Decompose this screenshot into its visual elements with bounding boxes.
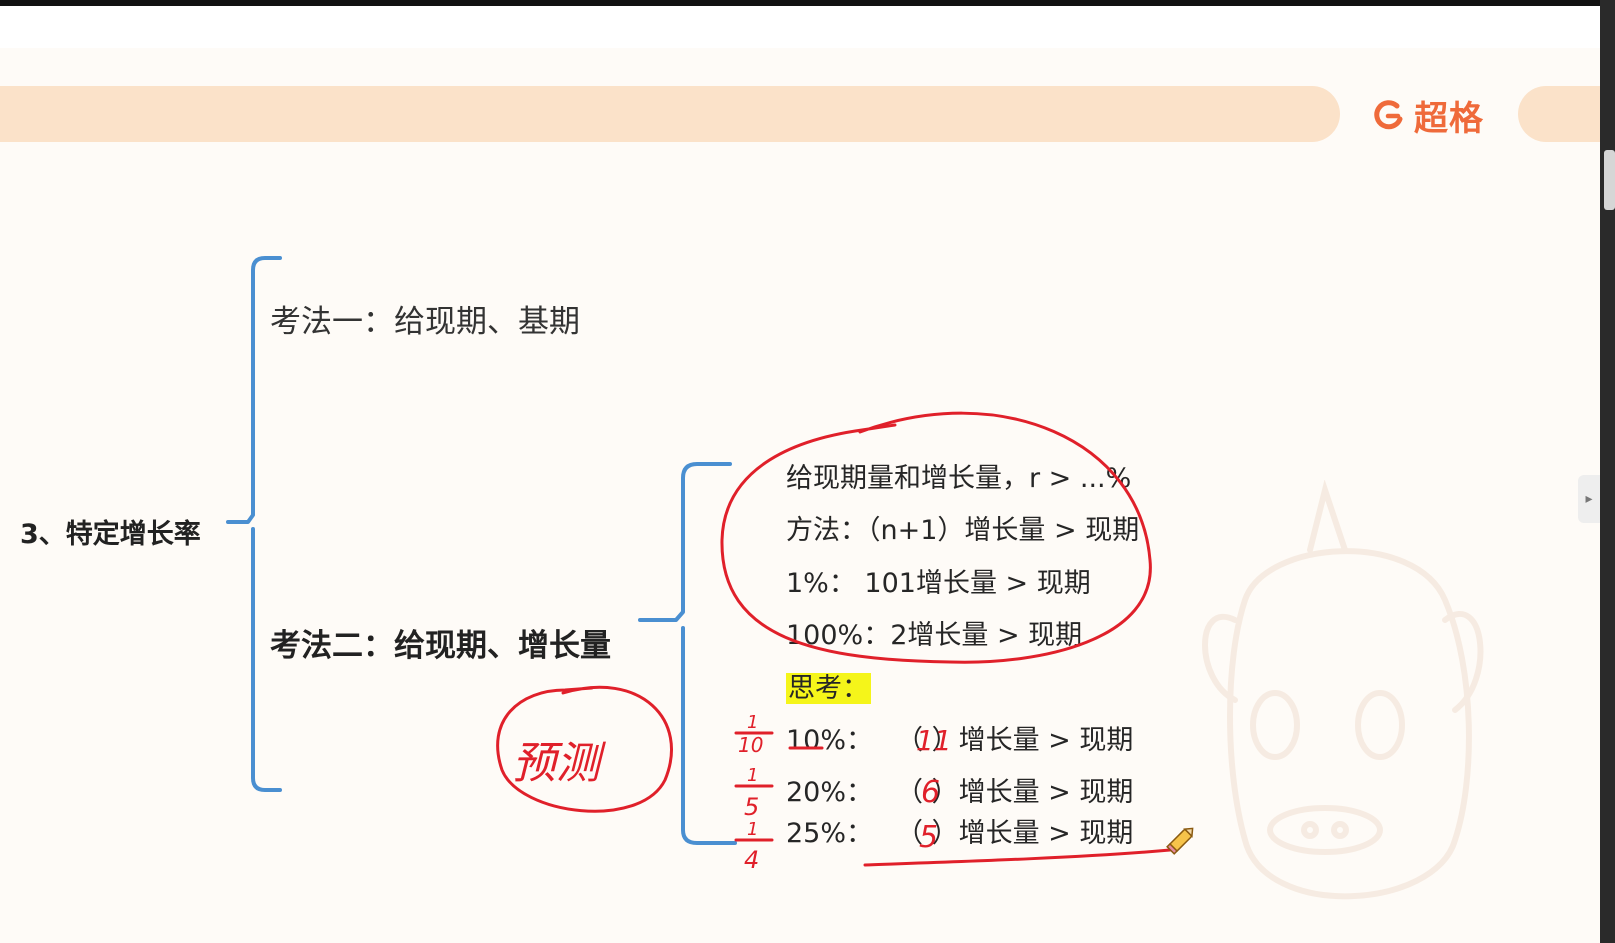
window-edge bbox=[1600, 0, 1615, 943]
ink-filled-number: 5 bbox=[919, 820, 938, 855]
think-label: 思考： bbox=[786, 666, 871, 705]
method-two: 考法二：给现期、增长量 bbox=[270, 628, 611, 664]
think-row-blank: （ ）增长量 > 现期 bbox=[896, 777, 1134, 808]
sidebar-toggle[interactable]: ▸ bbox=[1578, 475, 1600, 523]
think-row-20: 20%： bbox=[786, 770, 873, 809]
ink-underline-rows bbox=[863, 848, 1172, 867]
think-highlight: 思考： bbox=[786, 673, 871, 704]
slide-canvas bbox=[0, 48, 1600, 943]
bracket-sub-bottom bbox=[681, 626, 737, 845]
ink-fraction-den: 4 bbox=[744, 846, 759, 874]
mascot-watermark bbox=[1202, 480, 1484, 900]
think-row-10: 10%： bbox=[786, 718, 873, 757]
brand-name: 超格 bbox=[1414, 98, 1484, 139]
ink-circle-note bbox=[496, 685, 673, 813]
scrollbar-thumb[interactable] bbox=[1604, 150, 1615, 210]
slide-header-pill bbox=[1518, 86, 1608, 142]
ink-filled-number: 11 bbox=[916, 724, 952, 757]
think-row-percent: 25%： bbox=[786, 818, 874, 849]
chevron-right-icon: ▸ bbox=[1585, 491, 1593, 507]
ink-filled-number: 6 bbox=[921, 775, 940, 810]
ink-fraction-num: 1 bbox=[747, 819, 758, 840]
think-row-25: 25%： bbox=[786, 811, 873, 850]
ink-fraction-den: 10 bbox=[738, 733, 763, 757]
bracket-sub-top bbox=[638, 462, 732, 622]
toolbar-strip bbox=[0, 6, 1600, 48]
pencil-icon[interactable] bbox=[1165, 822, 1199, 856]
detail-hundred-percent: 100%：2增长量 > 现期 bbox=[786, 620, 1083, 651]
main-topic: 3、特定增长率 bbox=[20, 519, 201, 550]
think-row-blank: （ ）增长量 > 现期 bbox=[896, 818, 1134, 849]
think-row-percent: 20%： bbox=[786, 777, 874, 808]
think-row-blank: （ ）增长量 > 现期 bbox=[896, 725, 1134, 756]
brand-logo-icon bbox=[1374, 100, 1403, 130]
ink-fraction-num: 1 bbox=[747, 712, 758, 733]
ink-fraction-num: 1 bbox=[747, 765, 758, 786]
bracket-main-bottom bbox=[251, 527, 282, 792]
detail-condition: 给现期量和增长量，r > ...% bbox=[786, 463, 1132, 494]
ink-handwritten-note: 预测 bbox=[512, 738, 606, 789]
bracket-main-top bbox=[226, 256, 282, 524]
think-row-percent: 10%： bbox=[786, 725, 874, 756]
top-bar bbox=[0, 0, 1615, 6]
slide-header-band bbox=[0, 86, 1340, 142]
ink-circle-formulas bbox=[720, 411, 1152, 664]
detail-method: 方法：（n+1）增长量 > 现期 bbox=[786, 515, 1140, 546]
method-one: 考法一：给现期、基期 bbox=[270, 304, 580, 340]
brand-logo: 超格 bbox=[1370, 92, 1484, 139]
detail-one-percent: 1%： 101增长量 > 现期 bbox=[786, 568, 1091, 599]
ink-fraction-den: 5 bbox=[744, 793, 759, 821]
